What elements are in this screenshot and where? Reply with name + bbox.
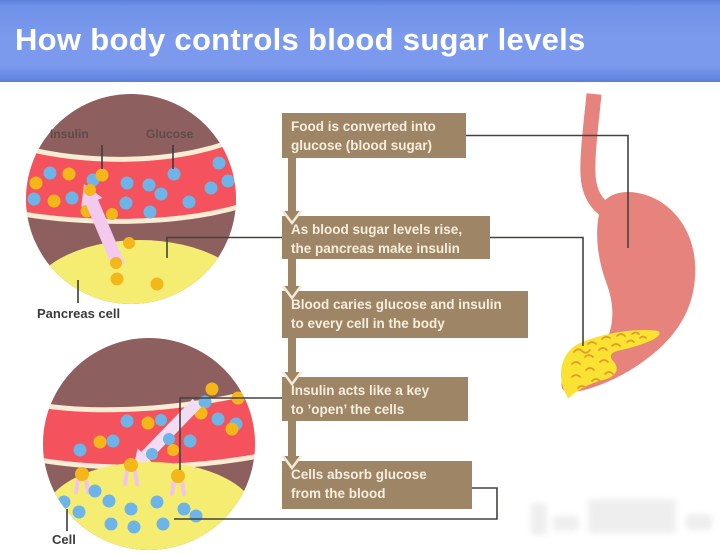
- watermark-blob: [553, 516, 579, 531]
- page-title: How body controls blood sugar levels: [15, 22, 586, 57]
- flow-step-2: As blood sugar levels rise, the pancreas…: [282, 216, 490, 259]
- flow-step-1: Food is converted into glucose (blood su…: [282, 113, 466, 158]
- stomach-body: [561, 192, 696, 392]
- insulin-dots-bottom-band: [93, 382, 245, 449]
- insulin-dots-moving: [84, 184, 164, 291]
- pancreas-cell-shape: [28, 240, 236, 304]
- flow-step-5: Cells absorb glucose from the blood: [282, 461, 472, 509]
- dots-on-delivery-arrow: [146, 414, 179, 460]
- delivery-arrow: [133, 398, 202, 469]
- insulin-release-arrow: [81, 184, 125, 269]
- pancreas-texture: [571, 331, 647, 389]
- esophagus: [580, 93, 613, 219]
- cell-label: Cell: [52, 532, 76, 547]
- watermark-blob: [531, 503, 547, 535]
- bottom-circle-illustration: [43, 338, 255, 550]
- insulin-label: Insulin: [50, 127, 89, 141]
- pancreas-illustration: [560, 330, 660, 399]
- glucose-dots-top: [27, 156, 235, 219]
- connector-key-to-receptor: [179, 397, 282, 470]
- blood-vessel-bottom: [43, 387, 255, 470]
- blood-vessel-top: [26, 137, 236, 224]
- pancreas-cell-label: Pancreas cell: [37, 306, 121, 321]
- connector-rise-to-pancreas-cell: [166, 236, 282, 258]
- insulin-key-receptors: [74, 458, 186, 496]
- glucose-dots-bottom-band: [73, 395, 243, 457]
- flow-step-3: Blood caries glucose and insulin to ever…: [282, 291, 528, 338]
- watermark-blob: [686, 514, 712, 530]
- insulin-dots-top-band: [29, 167, 109, 218]
- stomach-illustration: [560, 93, 696, 399]
- label-pointer-lines-top: [77, 145, 174, 303]
- flow-step-4: Insulin acts like a key to ’open’ the ce…: [282, 377, 468, 421]
- watermark-blob: [588, 499, 676, 533]
- connector-food-to-stomach: [466, 134, 629, 248]
- flow-arrow: [282, 158, 302, 226]
- glucose-dots-in-cell: [57, 484, 203, 534]
- glucose-label: Glucose: [146, 127, 194, 141]
- title-banner: How body controls blood sugar levels: [0, 0, 720, 82]
